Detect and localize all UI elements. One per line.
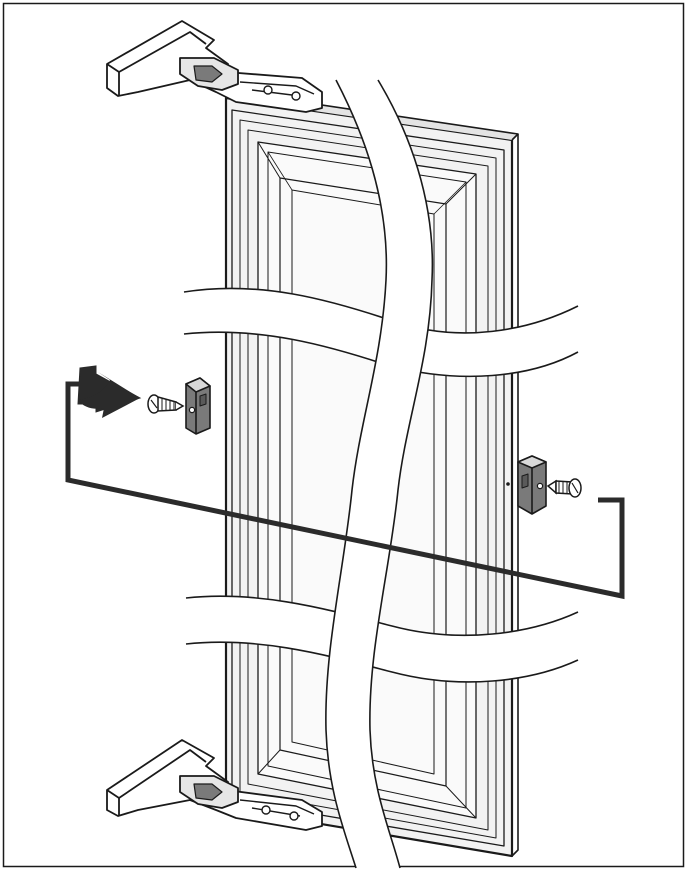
horizontal-cutaway-band-lower (185, 595, 579, 683)
left-door-stop-bracket-icon (185, 377, 211, 435)
right-door-stop-bracket-icon (517, 455, 547, 515)
left-mounting-screw-icon (147, 394, 185, 414)
bottom-hinge-bracket (106, 739, 323, 831)
vertical-cutaway-band (325, 79, 434, 869)
arrow-head-tip-icon (78, 372, 140, 418)
top-hinge-bracket (106, 20, 323, 113)
right-mounting-screw-icon (546, 478, 582, 498)
relocate-arrow (65, 381, 625, 600)
